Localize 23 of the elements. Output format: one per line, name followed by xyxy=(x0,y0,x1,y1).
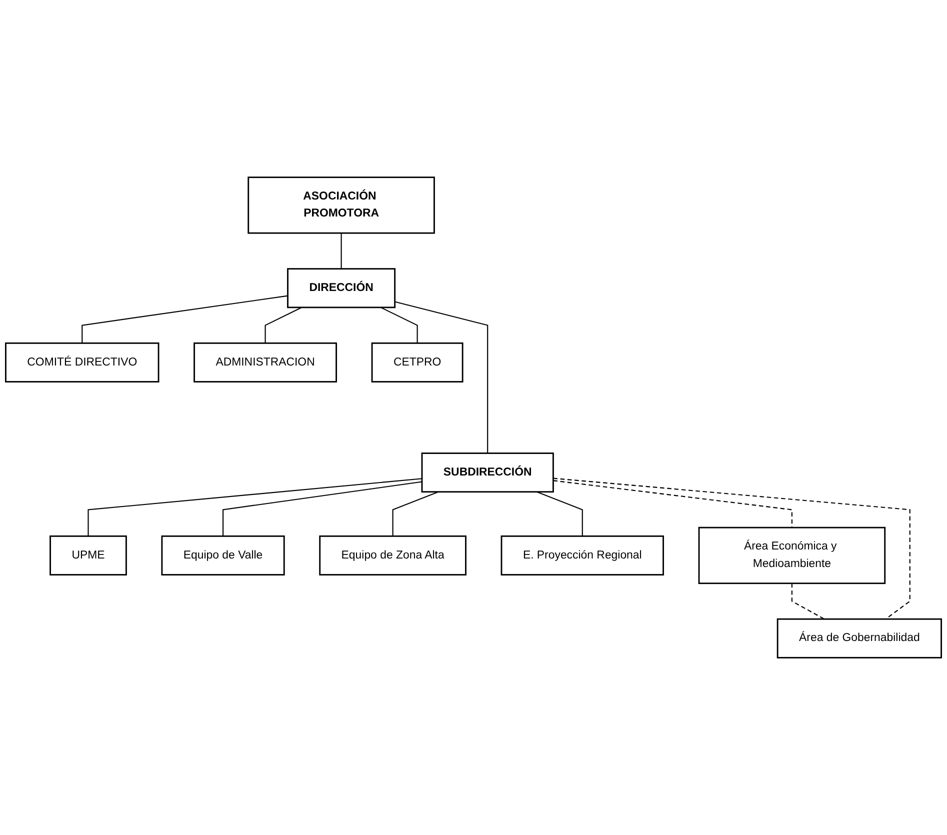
connector xyxy=(264,306,302,344)
connector xyxy=(392,491,439,536)
node-box: Equipo de Zona Alta xyxy=(319,535,466,576)
node-box: CETPRO xyxy=(371,342,464,382)
connector xyxy=(88,478,422,536)
connector xyxy=(536,491,583,536)
node-box: COMITÉ DIRECTIVO xyxy=(5,342,160,382)
node-box: Área Económica y Medioambiente xyxy=(698,526,886,584)
connector xyxy=(394,301,488,454)
node-box: Área de Gobernabilidad xyxy=(776,618,942,658)
connector xyxy=(553,478,910,620)
node-box: UPME xyxy=(50,535,127,576)
node-box: ADMINISTRACION xyxy=(194,342,337,382)
node-box: SUBDIRECCIÓN xyxy=(421,452,554,493)
node-box: ASOCIACIÓN PROMOTORA xyxy=(248,176,435,234)
node-box: Equipo de Valle xyxy=(161,535,285,576)
connector xyxy=(82,295,288,344)
node-box: DIRECCIÓN xyxy=(287,268,396,308)
connector xyxy=(380,306,418,344)
connector xyxy=(222,481,422,536)
node-box: E. Proyección Regional xyxy=(500,535,664,576)
connector xyxy=(791,583,825,620)
connector xyxy=(340,233,342,269)
